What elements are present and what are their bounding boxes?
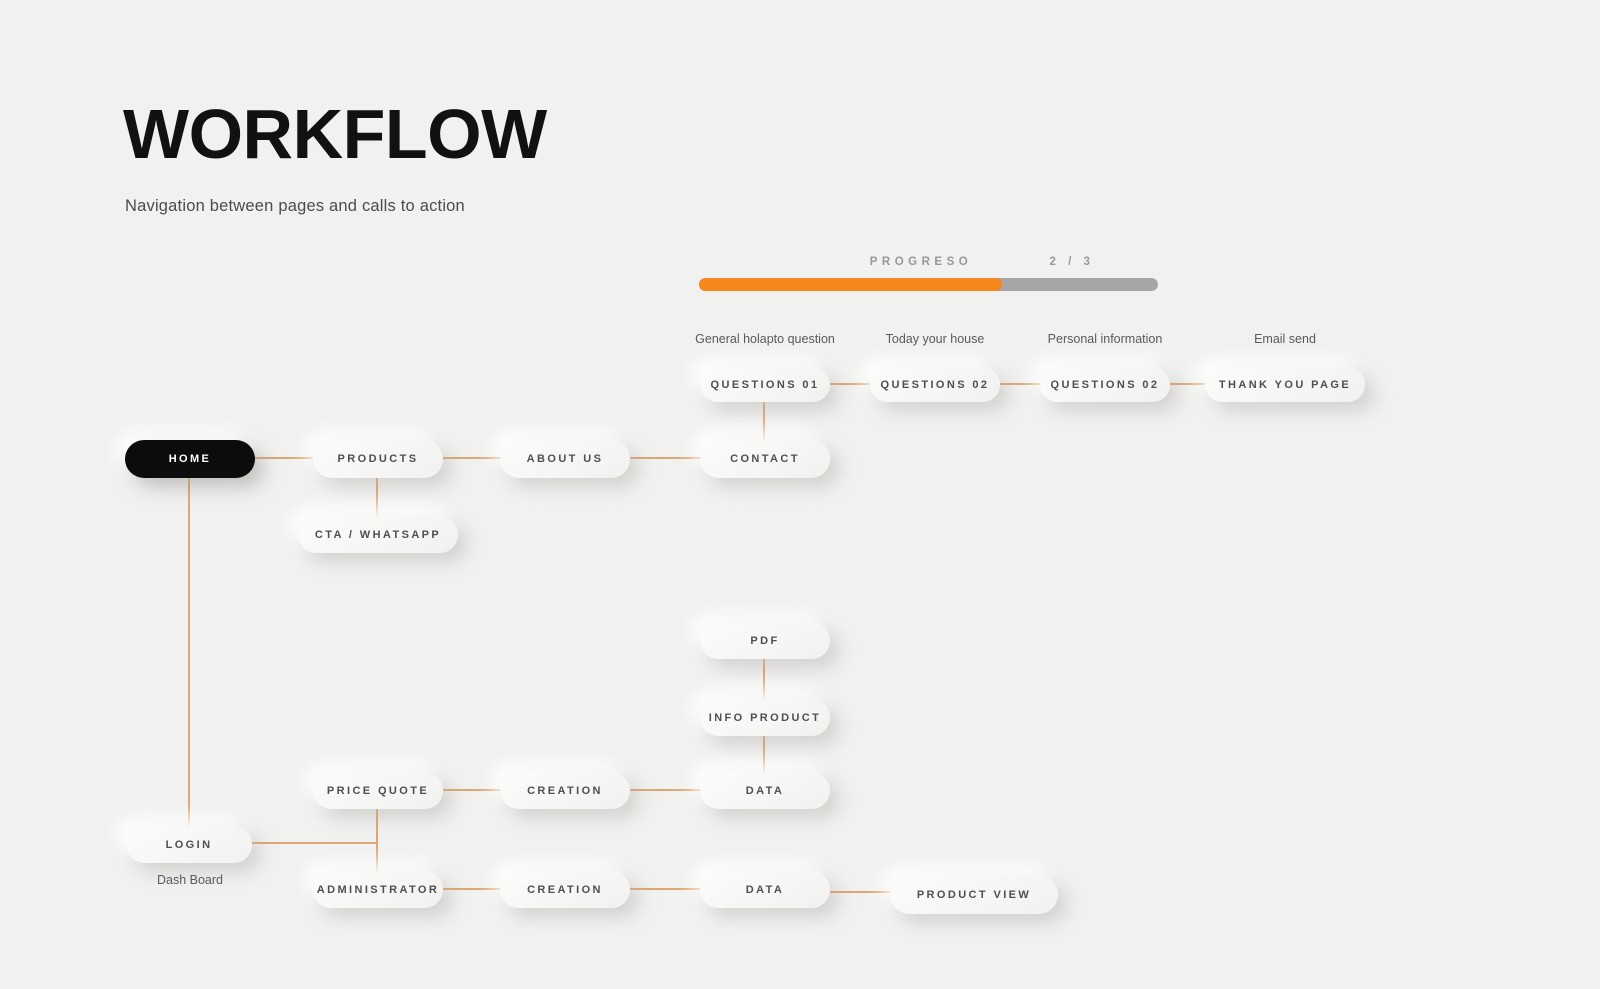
- progress-bar-track: [699, 278, 1158, 291]
- caption-login: Dash Board: [156, 873, 224, 887]
- page-subtitle: Navigation between pages and calls to ac…: [125, 197, 465, 215]
- edge-home-products: [255, 457, 313, 459]
- node-data-2: DATA: [700, 871, 830, 908]
- node-price-quote: PRICE QUOTE: [313, 772, 443, 809]
- edge-info-product-data: [763, 736, 765, 772]
- edge-data-product-view: [830, 891, 890, 893]
- node-questions-02-b: QUESTIONS 02: [1040, 367, 1170, 402]
- node-about-us: ABOUT US: [500, 440, 630, 478]
- node-data-1: DATA: [700, 772, 830, 809]
- edge-products-about-us: [443, 457, 500, 459]
- node-cta-whatsapp: CTA / WHATSAPP: [298, 516, 458, 553]
- node-login: LOGIN: [126, 826, 252, 863]
- edge-creation-data: [630, 789, 700, 791]
- node-questions-01: QUESTIONS 01: [700, 367, 830, 402]
- edge-questions-01-02a: [830, 383, 870, 385]
- node-questions-02-a: QUESTIONS 02: [870, 367, 1000, 402]
- edge-administrator-creation: [443, 888, 500, 890]
- node-administrator: ADMINISTRATOR: [313, 871, 443, 908]
- node-creation-2: CREATION: [500, 871, 630, 908]
- caption-thank-you-page: Email send: [1254, 332, 1316, 346]
- caption-questions-02-a: Today your house: [885, 332, 985, 346]
- edge-contact-questions-01: [763, 402, 765, 440]
- progress-count: 2 / 3: [1049, 256, 1095, 268]
- node-product-view: PRODUCT VIEW: [890, 875, 1058, 914]
- edge-home-login: [188, 478, 190, 826]
- progress-label: PROGRESO: [869, 256, 973, 268]
- node-creation-1: CREATION: [500, 772, 630, 809]
- edge-about-us-contact: [630, 457, 700, 459]
- node-contact: CONTACT: [700, 440, 830, 478]
- edge-login-junction: [252, 842, 378, 844]
- progress-bar-fill: [699, 278, 1002, 291]
- page-title: WORKFLOW: [123, 95, 547, 173]
- node-thank-you-page: THANK YOU PAGE: [1205, 367, 1365, 402]
- edge-questions-02a-02b: [1000, 383, 1040, 385]
- edge-creation-data-2: [630, 888, 700, 890]
- caption-questions-01: General holapto question: [695, 332, 835, 346]
- node-home: HOME: [125, 440, 255, 478]
- node-pdf: PDF: [700, 622, 830, 659]
- edge-pdf-info-product: [763, 659, 765, 699]
- edge-questions-02b-thank-you: [1170, 383, 1205, 385]
- edge-price-quote-administrator: [376, 809, 378, 871]
- node-products: PRODUCTS: [313, 440, 443, 478]
- caption-questions-02-b: Personal information: [1047, 332, 1163, 346]
- edge-price-quote-creation: [443, 789, 500, 791]
- edge-products-cta: [376, 478, 378, 516]
- node-info-product: INFO PRODUCT: [700, 699, 830, 736]
